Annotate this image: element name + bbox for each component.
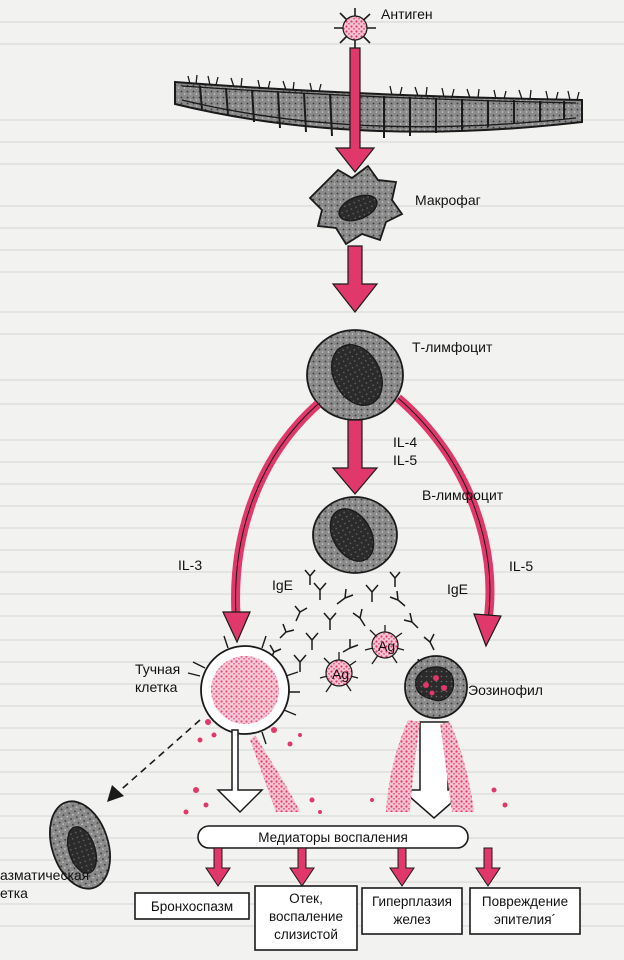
b-lymphocyte-label: В-лимфоцит bbox=[422, 487, 504, 503]
il4-label: IL-4 bbox=[393, 434, 417, 450]
hyperplasia-label-line1: Гиперплазия bbox=[372, 894, 452, 909]
outcome-edema: Отек, воспаление слизистой bbox=[255, 886, 357, 950]
b-lymphocyte-cell-icon bbox=[313, 497, 397, 573]
t-lymphocyte-label: Т-лимфоцит bbox=[412, 339, 493, 355]
plasma-cell-label-line2: етка bbox=[0, 885, 28, 901]
outcome-hyperplasia: Гиперплазия желез bbox=[362, 888, 462, 934]
mast-cell-label-line1: Тучная bbox=[135, 661, 180, 677]
bronchospasm-label: Бронхоспазм bbox=[151, 899, 233, 914]
edema-label-line2: воспаление bbox=[269, 909, 343, 924]
il5-right-label: IL-5 bbox=[509, 558, 533, 574]
t-lymphocyte-cell-icon bbox=[307, 330, 403, 420]
damage-label-line2: эпителия´ bbox=[494, 912, 556, 927]
antigen-label: Антиген bbox=[381, 6, 433, 22]
ige-left-label: IgE bbox=[272, 577, 293, 593]
damage-label-line1: Повреждение bbox=[482, 894, 568, 909]
antigen-particle-icon bbox=[334, 8, 376, 49]
ag-label-2: Ag bbox=[332, 666, 349, 682]
macrophage-label: Макрофаг bbox=[415, 192, 481, 208]
edema-label-line1: Отек, bbox=[289, 891, 323, 906]
mediators-label: Медиаторы воспаления bbox=[258, 830, 408, 845]
outcome-epithelial-damage: Повреждение эпителия´ bbox=[470, 888, 580, 934]
plasma-cell-label-line1: азматическая bbox=[0, 867, 89, 883]
hyperplasia-label-line2: желез bbox=[393, 912, 430, 927]
mast-cell-label-line2: клетка bbox=[135, 679, 178, 695]
il3-label: IL-3 bbox=[178, 557, 202, 573]
outcome-bronchospasm: Бронхоспазм bbox=[135, 893, 249, 919]
ige-right-label: IgE bbox=[447, 581, 468, 597]
edema-label-line3: слизистой bbox=[274, 927, 338, 942]
il5-mid-label: IL-5 bbox=[393, 452, 417, 468]
ag-label-1: Ag bbox=[378, 638, 395, 654]
eosinophil-cell-icon bbox=[405, 656, 467, 718]
eosinophil-label: Эозинофил bbox=[468, 682, 543, 698]
